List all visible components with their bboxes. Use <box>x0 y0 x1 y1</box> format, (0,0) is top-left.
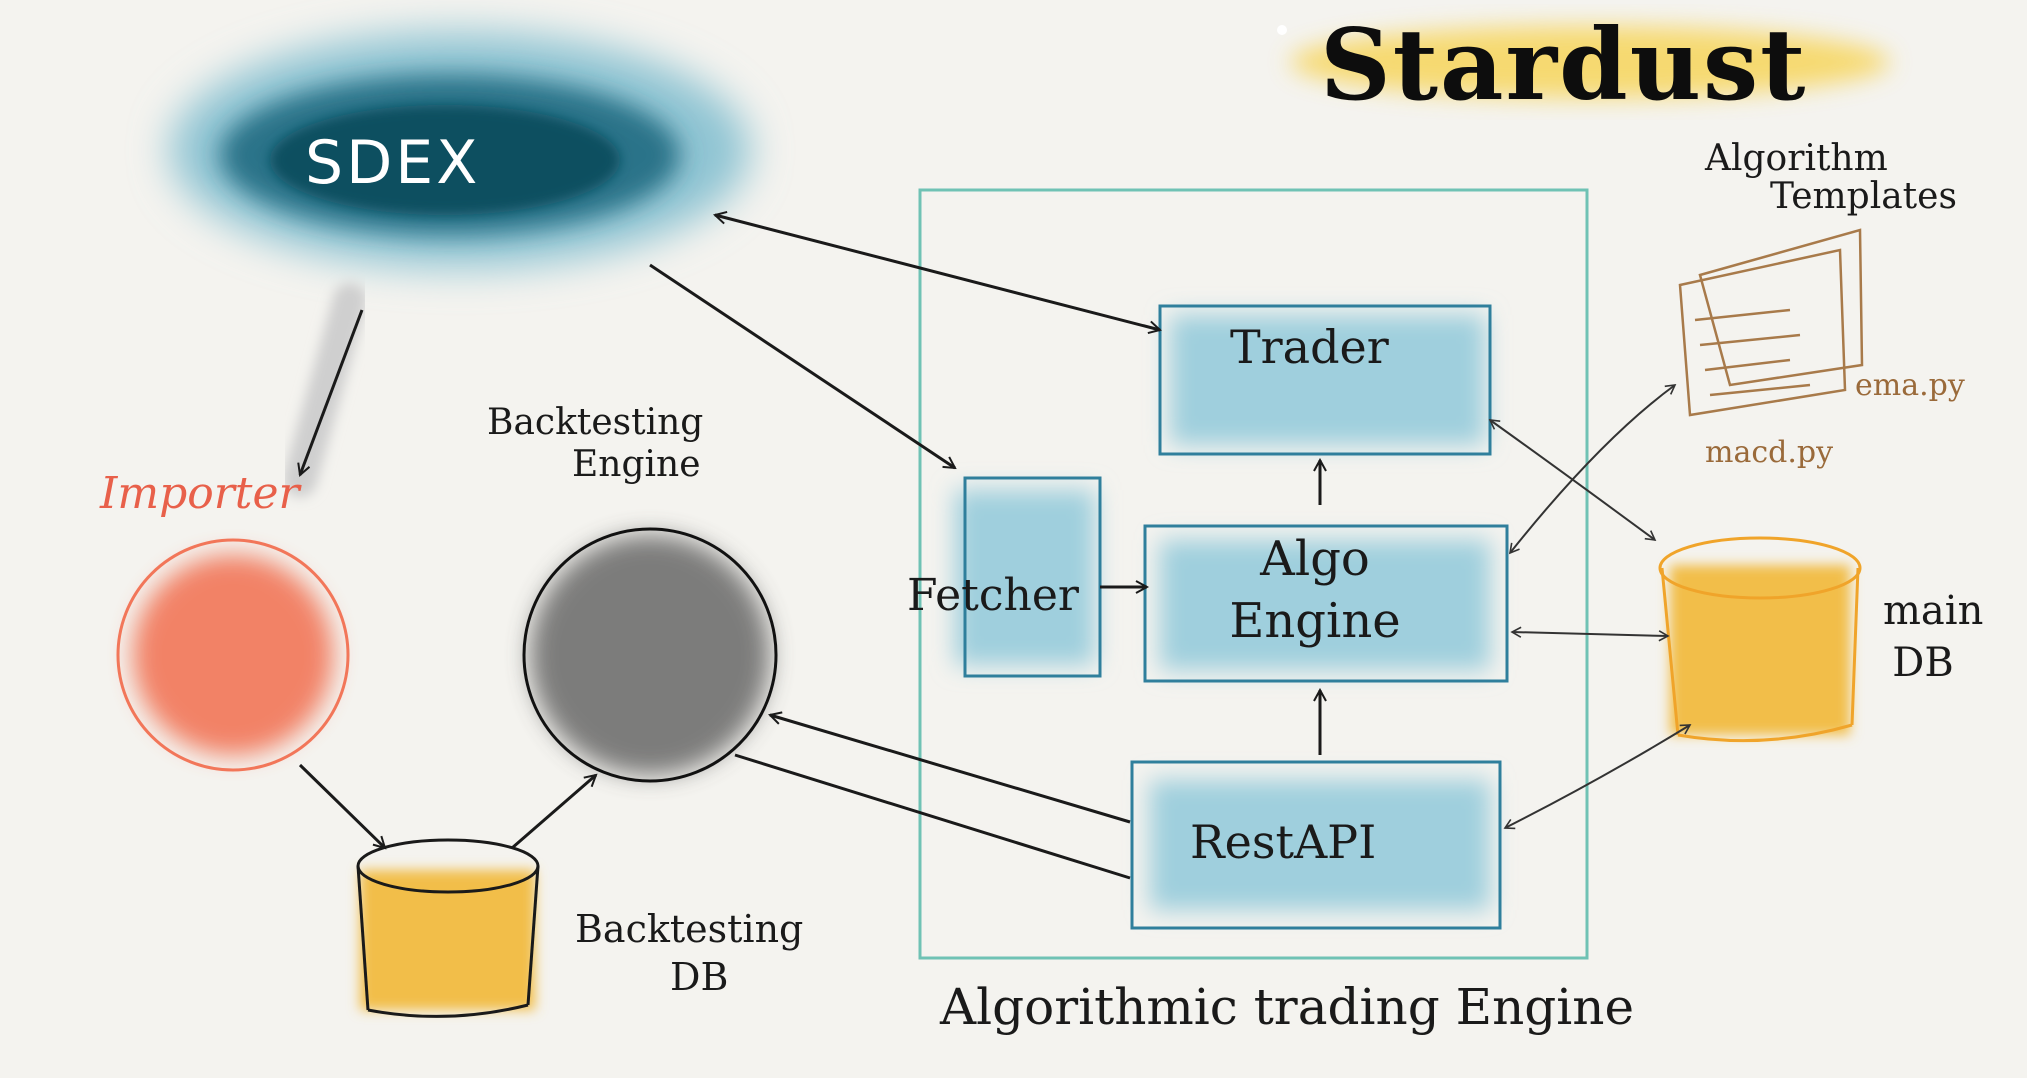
main-db-cylinder <box>1658 536 1862 743</box>
macd-file-label: macd.py <box>1705 435 1834 470</box>
trading-engine-frame <box>918 188 1589 960</box>
algorithm-templates-label-line2: Templates <box>1770 176 1957 217</box>
trader-box <box>1158 304 1492 456</box>
main-db-label-line2: DB <box>1892 640 1954 686</box>
backtesting-engine-label-line2: Engine <box>572 444 701 485</box>
sdex-cloud <box>170 32 750 268</box>
ema-file-label: ema.py <box>1855 368 1965 403</box>
algo-engine-label-line2: Engine <box>1229 593 1401 649</box>
backtesting-engine-circle <box>522 527 778 783</box>
backtesting-db-cylinder <box>356 838 540 1018</box>
thin-arrows <box>1488 384 1692 830</box>
backtesting-db-label-line1: Backtesting <box>575 907 804 951</box>
trading-engine-label: Algorithmic trading Engine <box>940 978 1635 1036</box>
title-highlight <box>1277 25 1890 98</box>
algo-engine-label-line1: Algo <box>1260 531 1370 587</box>
main-db-label-line1: main <box>1883 588 1984 634</box>
algorithm-templates-sketch <box>1678 228 1864 417</box>
backtesting-engine-label: Backtesting Engine <box>487 402 703 486</box>
connector-arrows <box>300 215 1320 880</box>
fetcher-box <box>955 476 1102 678</box>
algorithm-templates-label-line1: Algorithm <box>1705 138 1888 179</box>
algorithm-templates-label: Algorithm Templates <box>1705 140 1957 216</box>
rest-api-box <box>1130 760 1502 930</box>
backtesting-db-label-line2: DB <box>670 955 729 999</box>
main-db-label: main DB <box>1883 585 1984 689</box>
algo-engine-box <box>1143 524 1509 683</box>
fetcher-label: Fetcher <box>907 570 1079 621</box>
rest-api-label: RestAPI <box>1190 815 1377 869</box>
importer-circle <box>116 538 350 772</box>
page-title: Stardust <box>1320 8 1808 123</box>
backtesting-engine-label-line1: Backtesting <box>487 402 704 443</box>
importer-label: Importer <box>100 468 300 519</box>
trader-label: Trader <box>1230 320 1389 374</box>
algo-engine-label: Algo Engine <box>1215 528 1415 652</box>
sdex-label: SDEX <box>305 128 481 198</box>
backtesting-db-label: Backtesting DB <box>575 905 803 1001</box>
